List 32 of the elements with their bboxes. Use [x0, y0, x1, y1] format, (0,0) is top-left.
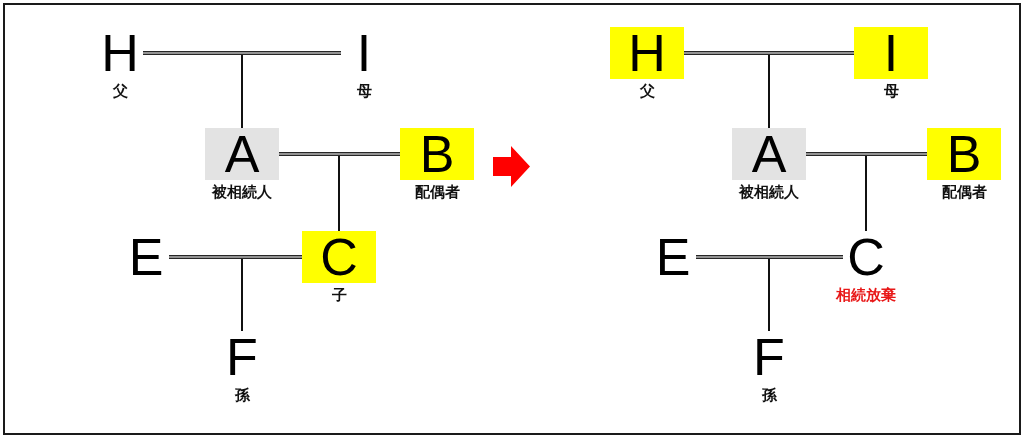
letter-label: F — [752, 331, 786, 383]
letter-label: C — [846, 231, 886, 283]
role-caption: 配偶者 — [414, 183, 460, 201]
letter-label: F — [225, 331, 259, 383]
letter-label: I — [355, 27, 373, 79]
role-caption: 被相続人 — [212, 183, 272, 201]
letter-label: H — [100, 27, 140, 79]
role-caption: 母 — [356, 82, 372, 100]
letter-label: E — [127, 231, 165, 283]
role-caption: 母 — [883, 82, 899, 100]
double-line — [168, 255, 303, 259]
letter-label: H — [627, 27, 667, 79]
role-caption: 子 — [331, 286, 347, 304]
role-caption: 配偶者 — [941, 183, 987, 201]
letter-label: I — [882, 27, 900, 79]
letter-label: A — [750, 128, 788, 180]
letter-label: A — [223, 128, 261, 180]
role-caption: 孫 — [761, 386, 777, 404]
double-line — [695, 255, 844, 259]
letter-label: B — [418, 128, 456, 180]
double-line — [278, 152, 401, 156]
role-caption: 孫 — [234, 386, 250, 404]
letter-label: B — [945, 128, 983, 180]
letter-label: C — [319, 231, 359, 283]
role-caption: 父 — [112, 82, 128, 100]
double-line — [142, 51, 342, 55]
double-line — [805, 152, 928, 156]
role-caption: 父 — [639, 82, 655, 100]
role-caption: 被相続人 — [739, 183, 799, 201]
double-line — [683, 51, 855, 55]
letter-label: E — [654, 231, 692, 283]
role-caption: 相続放棄 — [836, 286, 896, 304]
